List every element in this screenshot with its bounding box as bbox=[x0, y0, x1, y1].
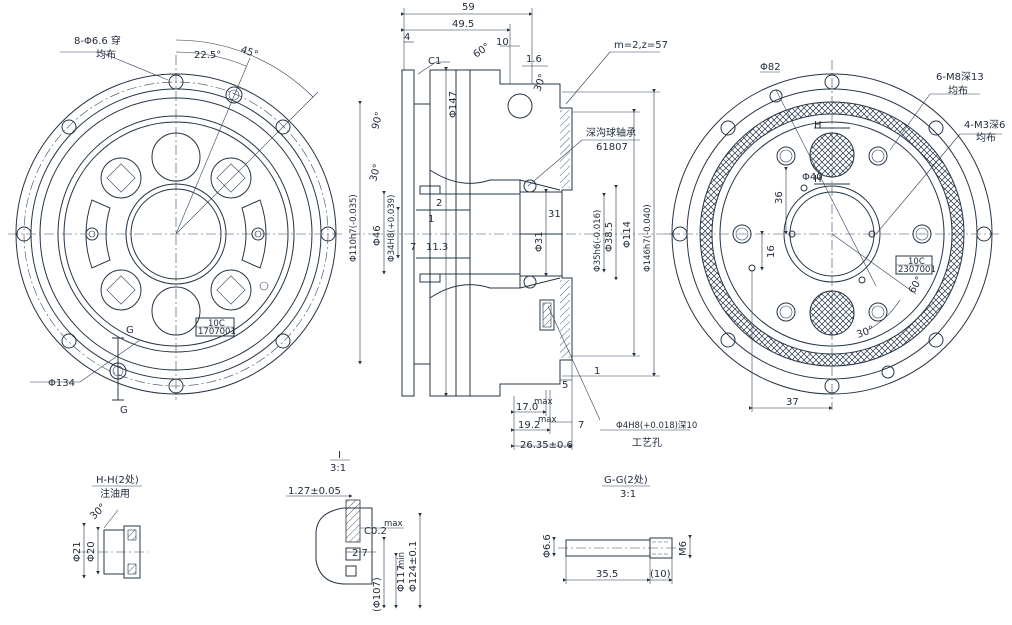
gg-m6: M6 bbox=[678, 541, 689, 556]
angle-90: 90° bbox=[370, 111, 385, 131]
angle-60: 60° bbox=[471, 41, 492, 60]
i-d107: (Φ107) bbox=[372, 577, 383, 612]
dia-146: Φ146h7(-0.040) bbox=[643, 204, 653, 272]
dim-1-6: 1.6 bbox=[526, 54, 542, 65]
label-box-top-right: 10C bbox=[908, 257, 925, 267]
max-1: max bbox=[534, 397, 553, 407]
i-max: max bbox=[384, 519, 403, 529]
dia-34: Φ34H8(+0.039) bbox=[387, 195, 397, 262]
detail-i: I 3:1 1.27±0.05 C0.2 max 2.7 Φ124±0.1 Φ1… bbox=[286, 450, 422, 612]
max-2: max bbox=[538, 415, 557, 425]
i-scale: 3:1 bbox=[330, 463, 346, 474]
dim-31: 31 bbox=[548, 209, 561, 220]
outer-holes-right bbox=[672, 74, 992, 394]
i-dim-27: 2.7 bbox=[352, 548, 368, 559]
gg-title: G-G(2处) bbox=[604, 474, 648, 486]
dia-147: Φ147 bbox=[448, 91, 459, 118]
gear-note: m=2,z=57 bbox=[614, 40, 668, 51]
hh-d21: Φ21 bbox=[72, 541, 83, 562]
hh-subtitle: 注油用 bbox=[100, 487, 130, 500]
dim-11-3: 11.3 bbox=[426, 242, 448, 253]
hh-d20: Φ20 bbox=[86, 541, 97, 562]
gg-scale: 3:1 bbox=[620, 489, 636, 500]
dim-7: 7 bbox=[410, 242, 416, 253]
i-title: I bbox=[338, 450, 341, 461]
dia-46: Φ46 bbox=[372, 225, 383, 246]
dim-2: 2 bbox=[436, 198, 442, 209]
section-view: 59 49.5 10 1.6 4 60° 30° C1 90° 30° Φ147… bbox=[349, 2, 697, 451]
dim-16: 16 bbox=[766, 245, 777, 258]
dim-4: 4 bbox=[404, 32, 410, 43]
dim-1: 1 bbox=[428, 214, 434, 225]
detail-hh: H-H(2处) 注油用 30° Φ21 Φ20 bbox=[72, 474, 148, 579]
dim-49-5: 49.5 bbox=[452, 19, 474, 30]
gg-d355: 35.5 bbox=[596, 569, 618, 580]
dim-10: 10 bbox=[496, 37, 509, 48]
left-view: 8-Φ6.6 穿 均布 22.5° 45° Φ134 G G 10C 17070… bbox=[8, 34, 345, 416]
hole-note: Φ4H8(+0.018)深10 bbox=[616, 421, 697, 431]
section-mark-g-top: G bbox=[126, 325, 134, 336]
detail-gg: G-G(2处) 3:1 Φ6.6 M6 35.5 (10) bbox=[542, 474, 692, 584]
angle-45: 45° bbox=[239, 44, 259, 60]
hh-angle: 30° bbox=[88, 502, 108, 522]
dim-5: 5 bbox=[562, 380, 568, 391]
dim-26-35: 26.35±0.6 bbox=[520, 440, 573, 451]
bearing-note: 深沟球轴承 bbox=[586, 126, 636, 139]
i-dim-127: 1.27±0.05 bbox=[288, 486, 341, 497]
m8-holes bbox=[732, 146, 932, 322]
bearing-number: 61807 bbox=[596, 142, 628, 153]
dim-7b: 7 bbox=[578, 420, 584, 431]
hole-note-2: 工艺孔 bbox=[632, 437, 662, 449]
section-h-bottom: H bbox=[814, 174, 822, 185]
dim-19-2: 19.2 bbox=[518, 420, 540, 431]
dia-134: Φ134 bbox=[48, 378, 75, 389]
dia-31: Φ31 bbox=[534, 231, 545, 252]
i-d124: Φ124±0.1 bbox=[408, 541, 419, 592]
chamfer-c1: C1 bbox=[428, 56, 441, 67]
gg-d66: Φ6.6 bbox=[542, 534, 553, 558]
dia-114: Φ114 bbox=[622, 221, 633, 248]
m8-note: 6-M8深13 bbox=[936, 71, 984, 83]
i-d117: Φ117 bbox=[396, 565, 407, 592]
angle-30-top: 30° bbox=[532, 73, 548, 93]
i-min: min bbox=[397, 552, 407, 568]
dim-17: 17.0 bbox=[516, 402, 538, 413]
gg-d10: (10) bbox=[650, 569, 671, 580]
dia-40: Φ40 bbox=[802, 172, 823, 183]
bolt-note: 8-Φ6.6 穿 bbox=[74, 34, 121, 47]
dia-82: Φ82 bbox=[760, 62, 781, 73]
dia-35: Φ35h6(-0.016) bbox=[593, 210, 603, 272]
dim-36: 36 bbox=[774, 191, 785, 204]
m3-note-2: 均布 bbox=[976, 132, 996, 144]
dim-37: 37 bbox=[786, 397, 799, 408]
label-box-bottom: 1707001 bbox=[198, 327, 236, 337]
dim-59: 59 bbox=[462, 2, 475, 13]
right-view: Φ82 6-M8深13 均布 4-M3深6 均布 Φ40 36 16 H H 1… bbox=[665, 60, 1005, 412]
label-box-top: 10C bbox=[208, 319, 225, 329]
i-c02: C0.2 bbox=[364, 526, 387, 537]
square-holes bbox=[100, 157, 252, 311]
m8-note-2: 均布 bbox=[948, 85, 968, 97]
bolt-note-2: 均布 bbox=[96, 49, 116, 61]
dia-38-5: Φ38.5 bbox=[604, 222, 615, 252]
m3-note: 4-M3深6 bbox=[964, 119, 1005, 131]
dia-110: Φ110h7(-0.035) bbox=[349, 194, 359, 262]
label-box-bottom-right: 2307001 bbox=[898, 265, 936, 275]
angle-22-5: 22.5° bbox=[194, 50, 221, 61]
section-mark-g-bottom: G bbox=[120, 405, 128, 416]
section-h-top: H bbox=[814, 120, 822, 131]
hh-title: H-H(2处) bbox=[96, 474, 139, 486]
angle-30-left: 30° bbox=[368, 163, 383, 183]
dim-1b: 1 bbox=[594, 366, 600, 377]
